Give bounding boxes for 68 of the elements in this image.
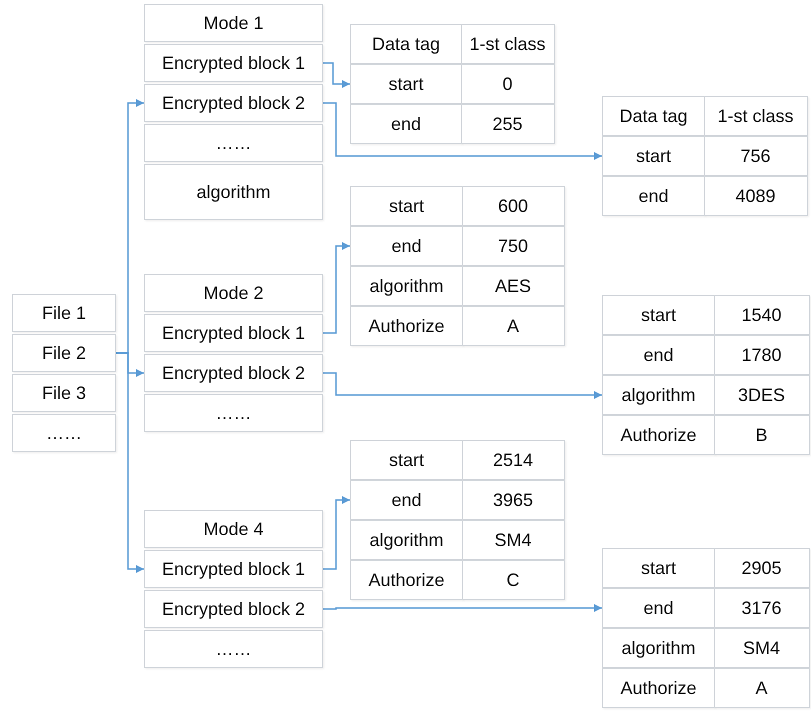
table-cell: 255 xyxy=(460,104,554,144)
table-cell: C xyxy=(462,560,564,600)
list-item: Mode 2 xyxy=(144,274,323,312)
table-cell: 1-st class xyxy=(704,96,808,136)
table-cell: 0 xyxy=(460,64,554,104)
list-item: Encrypted block 2 xyxy=(144,84,323,122)
table-cell: end xyxy=(350,104,462,144)
list-item: Encrypted block 1 xyxy=(144,550,323,588)
table-cell: end xyxy=(602,588,715,628)
table-cell: Authorize xyxy=(602,668,715,708)
arrow xyxy=(323,604,602,612)
table-cell: start xyxy=(602,295,715,335)
table-cell: 1-st class xyxy=(460,24,554,64)
table-cell: 1780 xyxy=(714,335,810,375)
table-cell: 2905 xyxy=(714,548,810,588)
table-cell: algorithm xyxy=(602,375,715,415)
arrow xyxy=(323,372,602,399)
list-item: …… xyxy=(144,124,323,162)
table-cell: 3DES xyxy=(714,375,810,415)
list-item: …… xyxy=(144,630,323,668)
table-cell: start xyxy=(602,548,715,588)
list-item: File 3 xyxy=(12,374,116,412)
table-cell: end xyxy=(350,226,463,266)
list-item: …… xyxy=(12,414,116,452)
arrow xyxy=(323,62,350,88)
table-cell: start xyxy=(602,136,705,176)
table-cell: 4089 xyxy=(704,176,808,216)
table-cell: 1540 xyxy=(714,295,810,335)
table-cell: end xyxy=(350,480,463,520)
table-cell: SM4 xyxy=(714,628,810,668)
table-cell: start xyxy=(350,440,463,480)
list-item: …… xyxy=(144,394,323,432)
table-cell: A xyxy=(714,668,810,708)
table-cell: algorithm xyxy=(350,266,463,306)
arrow xyxy=(323,496,350,570)
table-cell: Authorize xyxy=(350,306,463,346)
table-cell: 3176 xyxy=(714,588,810,628)
table-cell: start xyxy=(350,186,463,226)
table-cell: algorithm xyxy=(350,520,463,560)
table-cell: Authorize xyxy=(350,560,463,600)
arrow xyxy=(323,102,602,160)
arrow xyxy=(116,352,144,573)
table-cell: 756 xyxy=(704,136,808,176)
list-item: File 1 xyxy=(12,294,116,332)
table-cell: A xyxy=(462,306,564,346)
table-cell: 750 xyxy=(462,226,564,266)
arrow xyxy=(323,242,350,334)
table-cell: AES xyxy=(462,266,564,306)
table-cell: end xyxy=(602,335,715,375)
list-item: File 2 xyxy=(12,334,116,372)
table-cell: 2514 xyxy=(462,440,564,480)
table-cell: 3965 xyxy=(462,480,564,520)
list-item: algorithm xyxy=(144,164,323,220)
list-item: Encrypted block 1 xyxy=(144,314,323,352)
table-cell: 600 xyxy=(462,186,564,226)
table-cell: Data tag xyxy=(602,96,705,136)
list-item: Mode 4 xyxy=(144,510,323,548)
list-item: Encrypted block 1 xyxy=(144,44,323,82)
table-cell: B xyxy=(714,415,810,455)
table-cell: algorithm xyxy=(602,628,715,668)
table-cell: start xyxy=(350,64,462,104)
list-item: Encrypted block 2 xyxy=(144,354,323,392)
table-cell: SM4 xyxy=(462,520,564,560)
table-cell: Authorize xyxy=(602,415,715,455)
table-cell: Data tag xyxy=(350,24,462,64)
list-item: Mode 1 xyxy=(144,4,323,42)
table-cell: end xyxy=(602,176,705,216)
list-item: Encrypted block 2 xyxy=(144,590,323,628)
